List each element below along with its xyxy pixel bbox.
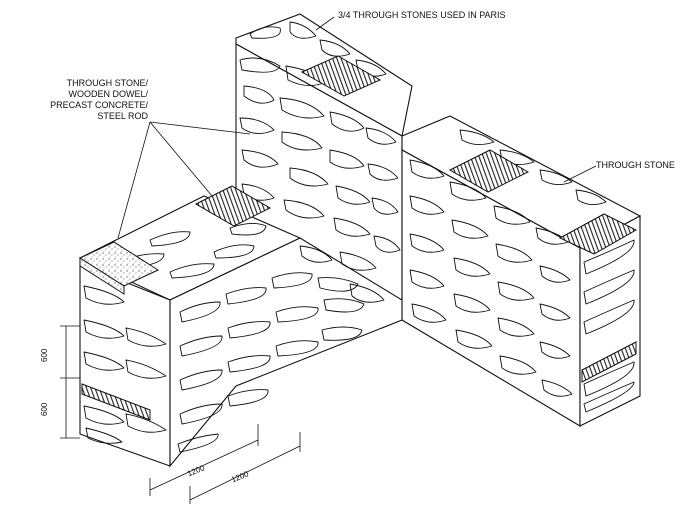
dim-height-lower: 600: [40, 402, 49, 416]
through-stone-back-top: [300, 55, 382, 97]
through-stone-corner-top: [448, 149, 530, 193]
option-wooden-dowel: WOODEN DOWEL/: [68, 89, 148, 99]
dimension-lines: [60, 325, 301, 504]
dim-height-upper: 600: [40, 348, 49, 362]
label-through-stone-options: THROUGH STONE/ WOODEN DOWEL/ PRECAST CON…: [18, 78, 148, 122]
stone-courses: [83, 21, 635, 453]
through-stone-left-face: [81, 383, 151, 421]
label-through-stone: THROUGH STONE: [596, 160, 675, 170]
through-stone-left-wing-top: [194, 185, 272, 227]
leader-lines: [117, 16, 597, 239]
option-steel-rod: STEEL ROD: [97, 111, 148, 121]
through-stone-end-top: [558, 213, 638, 255]
label-through-stones-paris: 3/4 THROUGH STONES USED IN PARIS: [338, 10, 506, 20]
wall-outline: [78, 13, 642, 468]
option-through-stone: THROUGH STONE/: [66, 78, 148, 88]
precast-concrete-block-side: [79, 257, 125, 295]
through-stone-end-face: [581, 341, 637, 383]
through-stones: [81, 55, 638, 421]
option-precast-concrete: PRECAST CONCRETE/: [50, 100, 148, 110]
